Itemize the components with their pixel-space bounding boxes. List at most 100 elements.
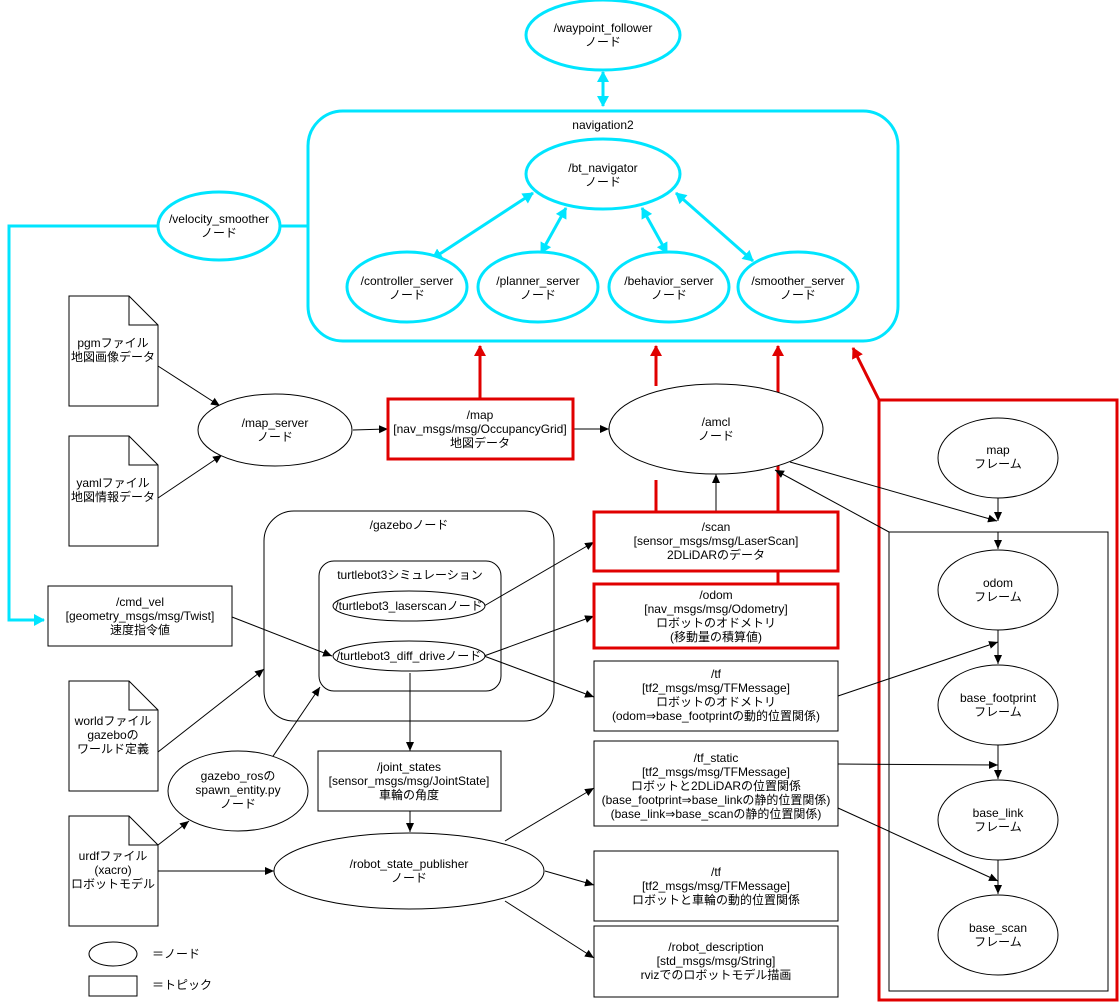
node-label: /turtlebot3_diff_driveノード [337, 649, 482, 663]
topic-tf-static: /tf_static [tf2_msgs/msg/TFMessage] ロボット… [593, 740, 839, 827]
topic-label: [tf2_msgs/msg/TFMessage] [642, 879, 790, 893]
topic-label: /tf [711, 865, 722, 879]
turtlebot3-sim-label: turtlebot3シミュレーション [337, 568, 483, 582]
topic-label: /map [467, 408, 494, 422]
node-label: ノード [651, 288, 687, 302]
gazebo-label: /gazeboノード [370, 518, 449, 532]
node-behavior-server: /behavior_server ノード [607, 250, 731, 324]
bt-planner-link [539, 207, 568, 254]
topic-tf: /tf [tf2_msgs/msg/TFMessage] ロボットのオドメトリ … [593, 660, 839, 732]
frame-label: フレーム [974, 457, 1022, 471]
topic-robot-description: /robot_description [std_msgs/msg/String]… [593, 925, 839, 998]
bt-smoother-link [675, 191, 754, 263]
cmdvel-to-diffdrive [231, 616, 333, 657]
tf-frames-group [877, 398, 1119, 1002]
file-label: yamlファイル [76, 476, 149, 490]
file-label: (xacro) [94, 863, 131, 877]
file-label: worldファイル [74, 714, 152, 728]
node-planner-server: /planner_server ノード [476, 250, 600, 324]
spawn-to-sim [264, 686, 321, 769]
frame-label: map [986, 443, 1010, 457]
node-label: ノード [389, 288, 425, 302]
rsp-to-tfstatic [504, 787, 595, 842]
node-label: /planner_server [496, 274, 579, 288]
node-label: ノード [780, 288, 816, 302]
file-label: gazeboの [87, 728, 138, 742]
topic-label: /robot_description [668, 940, 763, 954]
topic-map: /map [nav_msgs/msg/OccupancyGrid] 地図データ [386, 397, 575, 461]
velocity-to-cmdvel-link [7, 224, 158, 626]
diffdrive-to-odom [483, 615, 595, 657]
tfstatic-to-baselink [837, 760, 999, 769]
node-label: ノード [220, 797, 256, 811]
node-label: /controller_server [361, 274, 454, 288]
file-label: 地図画像データ [71, 349, 155, 364]
node-waypoint-follower: /waypoint_follower ノード [524, 0, 682, 72]
node-label: /velocity_smoother [169, 212, 269, 226]
topic-label: ロボットのオドメトリ [656, 695, 776, 709]
node-label: ノード [520, 288, 556, 302]
topic-label: [nav_msgs/msg/OccupancyGrid] [393, 422, 566, 436]
node-label: ノード [585, 35, 621, 49]
node-smoother-server: /smoother_server ノード [736, 250, 860, 324]
topic-label: 地図データ [450, 435, 510, 450]
topic-label: [tf2_msgs/msg/TFMessage] [642, 765, 790, 779]
file-yaml: yamlファイル 地図情報データ [68, 435, 159, 547]
amcl-to-tf-inner [789, 461, 998, 523]
node-label: ノード [201, 226, 237, 240]
frame-label: フレーム [974, 590, 1022, 604]
node-label: /amcl [702, 415, 731, 429]
node-label: /smoother_server [751, 274, 844, 288]
bt-controller-link [431, 191, 534, 261]
node-velocity-smoother: /velocity_smoother ノード [156, 190, 282, 262]
file-pgm: pgmファイル 地図画像データ [68, 295, 159, 407]
topic-odom: /odom [nav_msgs/msg/Odometry] ロボットのオドメトリ… [592, 582, 840, 650]
topic-label: [std_msgs/msg/String] [657, 954, 776, 968]
yaml-to-mapserver [157, 454, 223, 499]
node-label: /waypoint_follower [554, 21, 653, 35]
frame-base-link: base_link フレーム [937, 779, 1059, 861]
topic-label: rvizでのロボットモデル描画 [641, 967, 792, 982]
topic-label: [nav_msgs/msg/Odometry] [644, 602, 787, 616]
urdf-to-spawn [157, 820, 190, 846]
file-label: pgmファイル [77, 336, 148, 350]
rsp-to-robot-description [504, 900, 595, 959]
topic-label: ロボットと車輪の動的位置関係 [632, 892, 800, 907]
gazebo-group [263, 510, 555, 722]
file-label: ワールド定義 [77, 741, 149, 756]
file-label: 地図情報データ [71, 489, 155, 504]
node-label: /map_server [242, 416, 309, 430]
node-label: ノード [391, 871, 427, 885]
node-label: /turtlebot3_laserscanノード [335, 599, 482, 613]
file-label: urdfファイル [79, 849, 148, 863]
world-to-gazebo [157, 668, 265, 753]
topic-joint-states: /joint_states [sensor_msgs/msg/JointStat… [317, 750, 502, 812]
tf-inner-to-amcl [774, 469, 890, 533]
topic-label: ロボットと2DLiDARの位置関係 [631, 778, 801, 793]
frame-label: フレーム [974, 705, 1022, 719]
topic-label: /cmd_vel [116, 595, 164, 609]
turtlebot3-sim-group [318, 560, 502, 692]
diffdrive-to-tf [483, 655, 595, 698]
mapserver-to-map [352, 425, 389, 434]
frame-label: フレーム [974, 820, 1022, 834]
rsp-to-tf-wheels [544, 870, 595, 887]
file-label: ロボットモデル [71, 876, 155, 891]
frame-base-footprint: base_footprint フレーム [937, 664, 1059, 746]
file-world: worldファイル gazeboの ワールド定義 [68, 680, 159, 792]
topic-label: 2DLiDARのデータ [667, 547, 765, 562]
topic-label: /tf [711, 667, 722, 681]
topic-label: /odom [699, 588, 732, 602]
node-bt-navigator: /bt_navigator ノード [524, 137, 682, 211]
topic-cmd-vel: /cmd_vel [geometry_msgs/msg/Twist] 速度指令値 [47, 585, 233, 647]
legend: ＝ノード ＝トピック [88, 941, 212, 997]
frame-base-scan: base_scan フレーム [937, 894, 1059, 976]
topic-label: /scan [702, 520, 731, 534]
frame-label: base_scan [969, 921, 1027, 935]
node-map-server: /map_server ノード [197, 393, 353, 467]
node-gazebo-ros-spawn: gazebo_rosの spawn_entity.py ノード [167, 750, 309, 832]
node-turtlebot3-diff-drive: /turtlebot3_diff_driveノード [332, 640, 486, 672]
node-label: ノード [257, 430, 293, 444]
topic-label: [geometry_msgs/msg/Twist] [66, 609, 215, 623]
